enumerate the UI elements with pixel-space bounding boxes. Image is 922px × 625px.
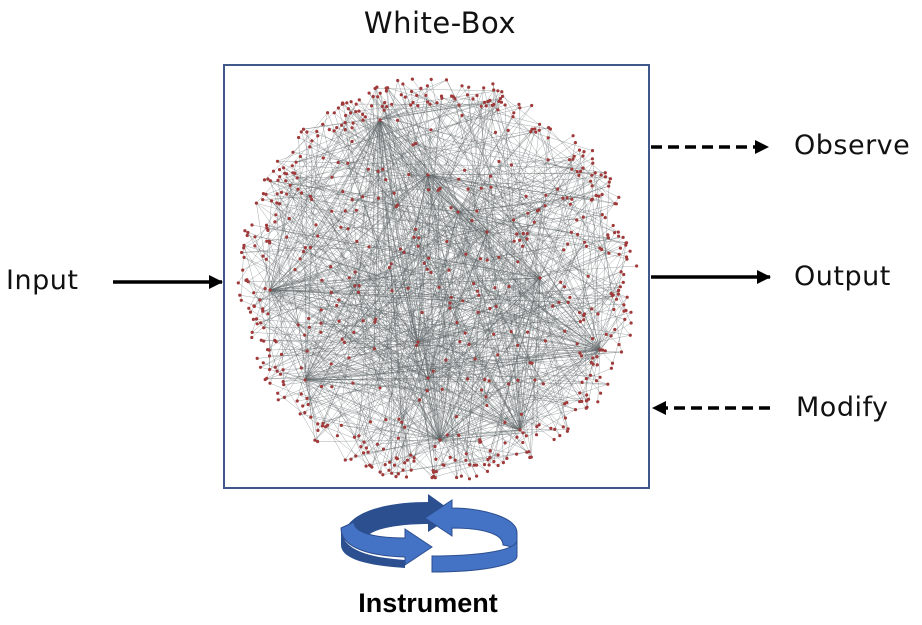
network-edge-paths bbox=[238, 78, 637, 479]
diagram-title: White-Box bbox=[363, 6, 517, 40]
cycle-arrows-icon bbox=[340, 494, 518, 573]
network-graph bbox=[236, 77, 639, 481]
output-label: Output bbox=[794, 261, 891, 292]
modify-label: Modify bbox=[796, 392, 889, 423]
input-label: Input bbox=[6, 265, 79, 296]
network-edges bbox=[238, 78, 637, 479]
instrument-label: Instrument bbox=[358, 588, 498, 618]
observe-label: Observe bbox=[794, 130, 911, 161]
